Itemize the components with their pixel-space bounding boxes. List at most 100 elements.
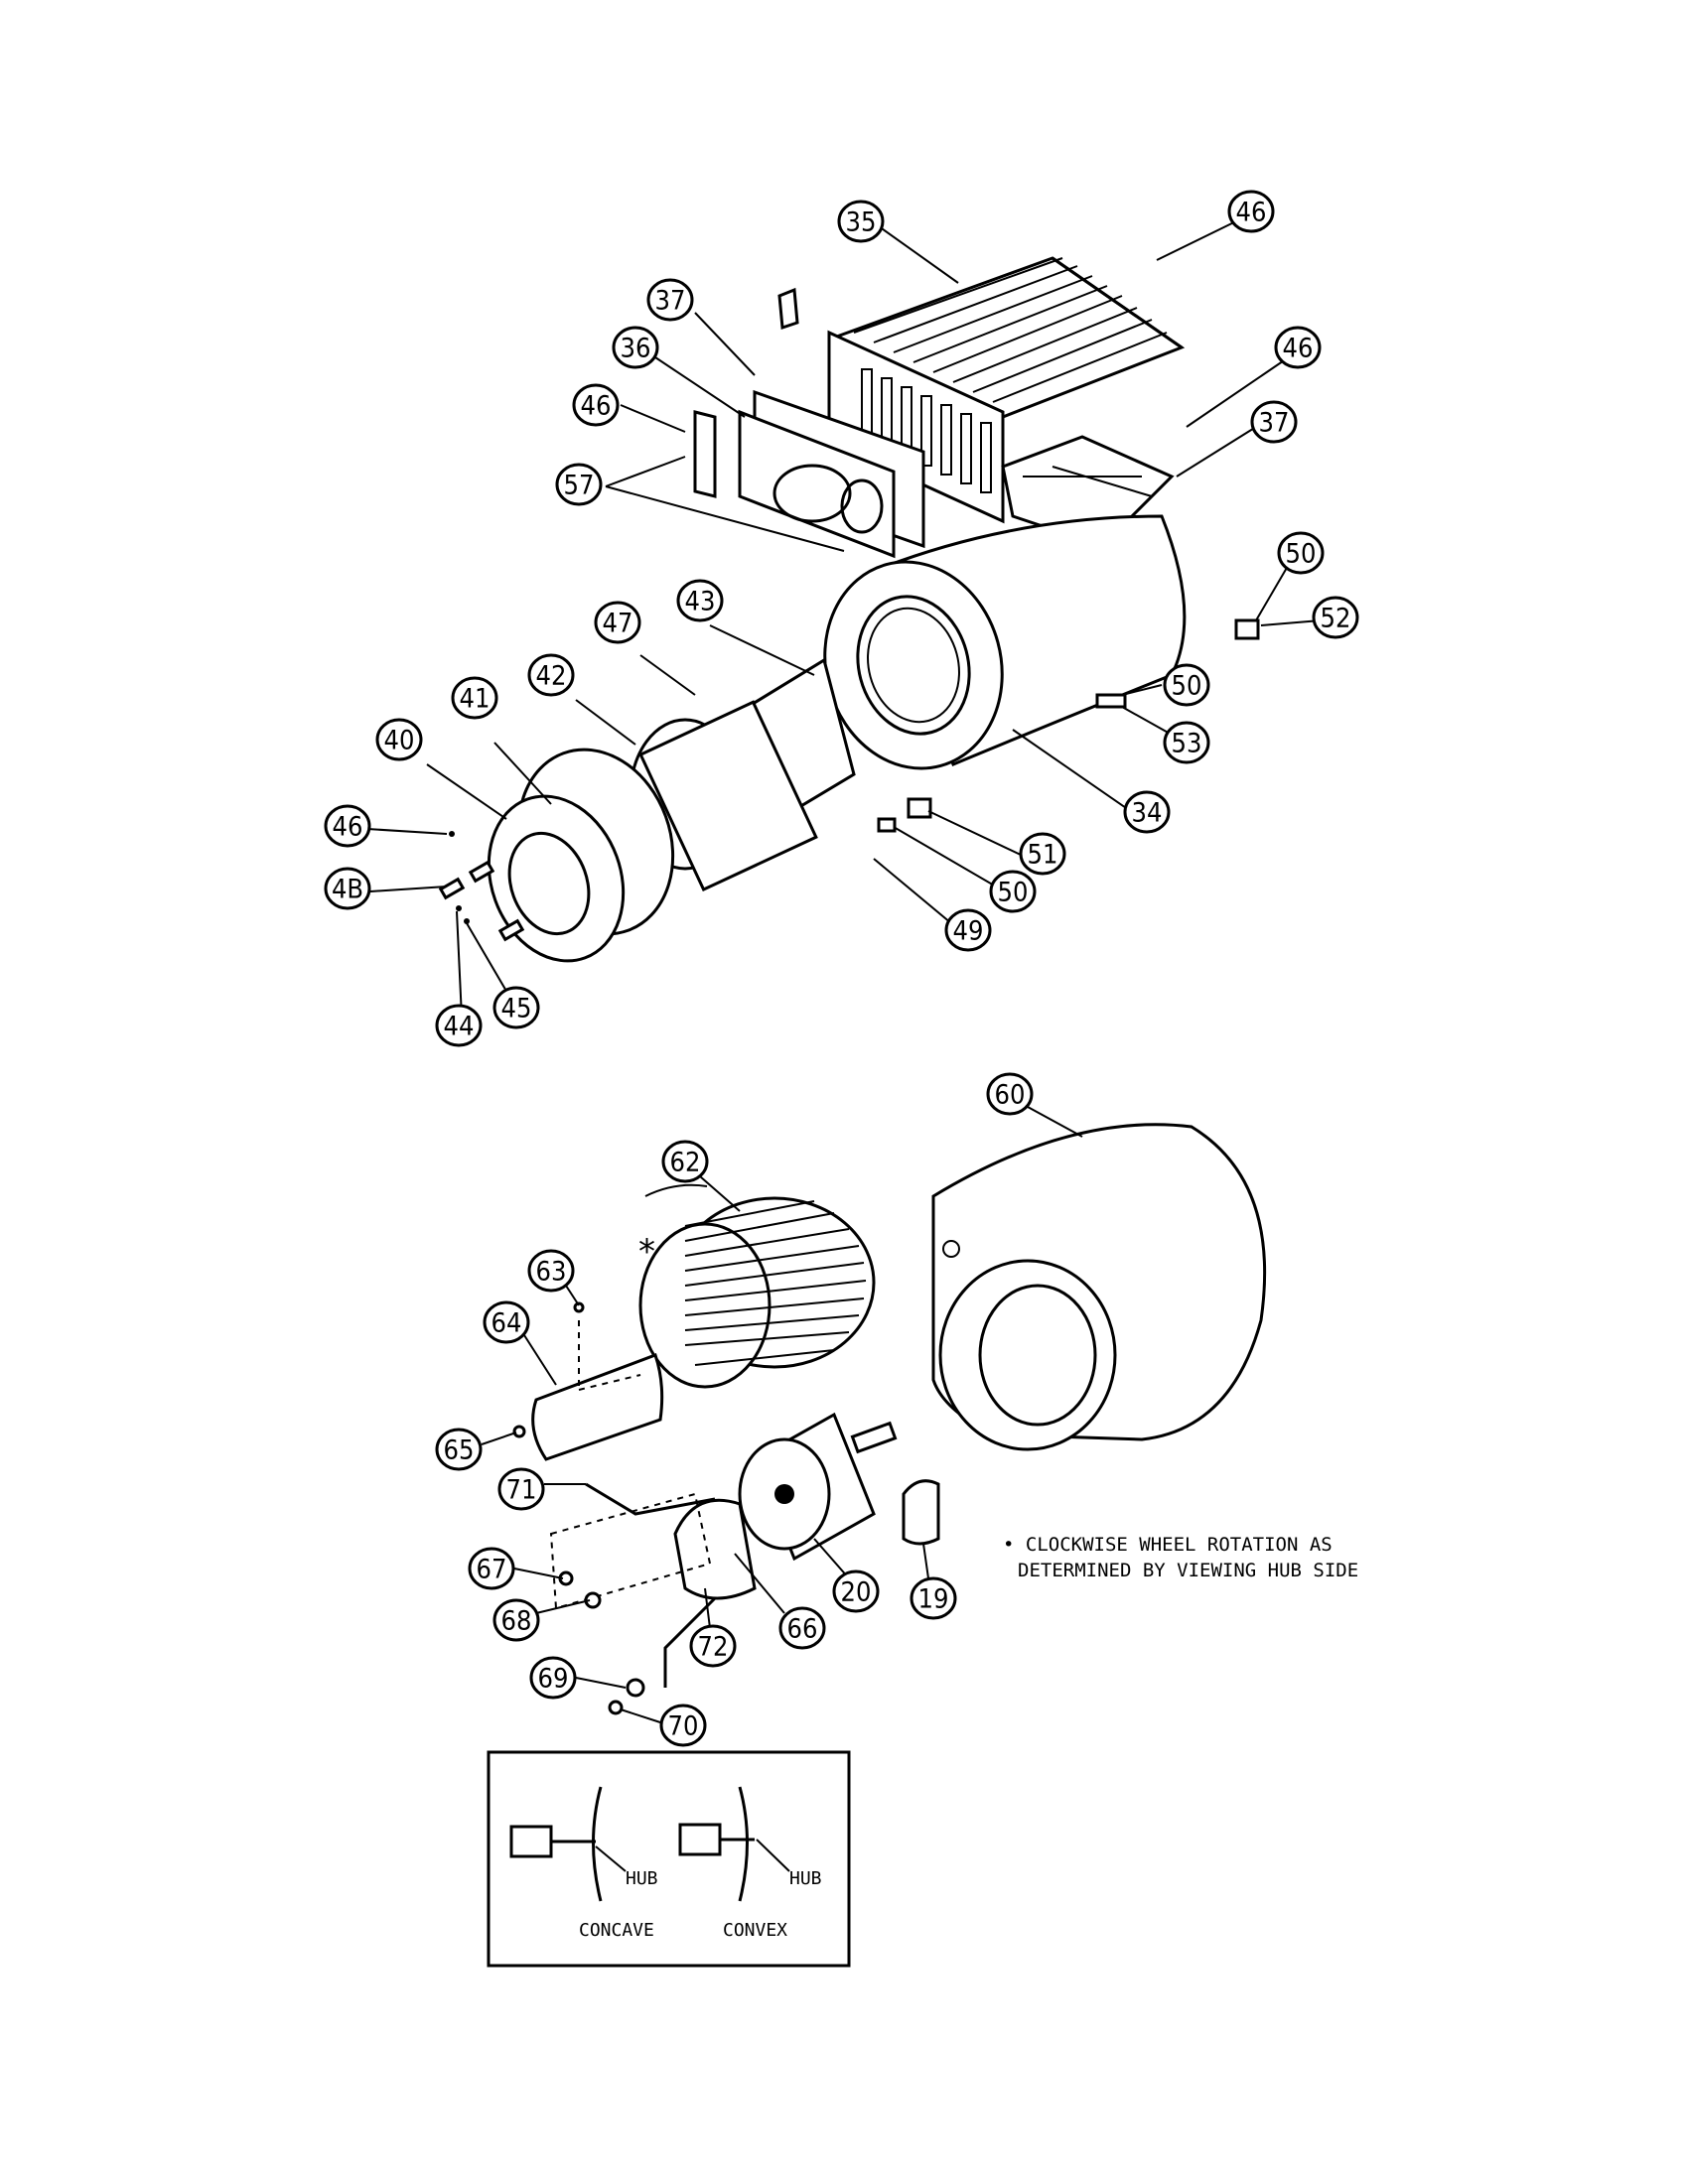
callout-number: 60 xyxy=(995,1080,1026,1111)
callout-57: 57 xyxy=(555,463,603,506)
callout-50: 50 xyxy=(1277,531,1325,575)
callout-number: 64 xyxy=(491,1308,522,1339)
inducer-housing xyxy=(823,514,1187,770)
note-line-1: • CLOCKWISE WHEEL ROTATION AS xyxy=(1003,1534,1333,1556)
screw-63 xyxy=(573,1301,585,1313)
callout-number: 51 xyxy=(1028,840,1058,871)
callout-66: 66 xyxy=(778,1606,826,1650)
callout-53: 53 xyxy=(1163,721,1210,764)
callout-69: 69 xyxy=(529,1656,577,1700)
callout-number: 62 xyxy=(670,1148,701,1178)
callout-43: 43 xyxy=(676,579,724,622)
fasteners-left xyxy=(438,831,525,942)
callout-35: 35 xyxy=(837,200,885,243)
clip xyxy=(777,287,799,331)
callout-50: 50 xyxy=(989,870,1037,913)
screw-65 xyxy=(512,1425,526,1438)
callout-number: 52 xyxy=(1321,604,1351,634)
callout-72: 72 xyxy=(689,1624,737,1668)
hub-orientation-inset: HUB CONCAVE HUB CONVEX xyxy=(487,1750,851,1968)
callout-52: 52 xyxy=(1312,596,1359,639)
rotation-note: • CLOCKWISE WHEEL ROTATION AS DETERMINED… xyxy=(1003,1534,1358,1581)
motor-mount xyxy=(549,1482,757,1688)
callout-number: 70 xyxy=(668,1711,699,1742)
leader-lines-lower xyxy=(481,1106,1083,1723)
callout-49: 49 xyxy=(944,908,992,952)
callout-number: 49 xyxy=(953,916,984,947)
callout-42: 42 xyxy=(527,653,575,697)
part-50-mid xyxy=(1095,693,1127,709)
callout-number: 19 xyxy=(918,1584,949,1615)
callout-number: 42 xyxy=(536,661,567,692)
part-50-low xyxy=(877,817,897,833)
rotation-asterisk: * xyxy=(638,1232,655,1272)
callout-19: 19 xyxy=(910,1576,957,1620)
blower-wheel xyxy=(638,1183,876,1389)
callout-number: 63 xyxy=(536,1257,567,1288)
callout-number: 72 xyxy=(698,1632,729,1663)
callout-50: 50 xyxy=(1163,663,1210,707)
callouts: 35 46 37 36 46 46 37 57 50 52 43 47 42 4… xyxy=(324,190,1359,1747)
callout-number: 34 xyxy=(1132,798,1163,829)
callout-number: 65 xyxy=(444,1435,475,1466)
callout-46: 46 xyxy=(572,383,620,427)
callout-number: 46 xyxy=(581,391,612,422)
burner-plate xyxy=(738,409,896,559)
callout-51: 51 xyxy=(1019,832,1066,876)
convex-label: CONVEX xyxy=(723,1920,787,1941)
washer-69 xyxy=(626,1678,645,1698)
callout-number: 20 xyxy=(841,1577,872,1608)
callout-number: 50 xyxy=(1286,539,1317,570)
callout-63: 63 xyxy=(527,1249,575,1293)
callout-number: 67 xyxy=(477,1555,507,1585)
callout-64: 64 xyxy=(483,1300,530,1344)
callout-number: 4B xyxy=(332,875,363,905)
callout-number: 37 xyxy=(1259,408,1290,439)
callout-number: 53 xyxy=(1172,729,1202,759)
callout-number: 50 xyxy=(1172,671,1202,702)
callout-number: 44 xyxy=(444,1012,475,1042)
concave-example: HUB CONCAVE xyxy=(509,1786,658,1941)
blower-housing xyxy=(931,1123,1267,1451)
concave-label: CONCAVE xyxy=(579,1920,654,1941)
bracket xyxy=(693,410,717,498)
callout-47: 47 xyxy=(594,601,641,644)
callout-67: 67 xyxy=(468,1547,515,1590)
callout-number: 45 xyxy=(501,994,532,1024)
callout-number: 36 xyxy=(621,334,651,364)
heat-exchanger-assembly xyxy=(438,256,1260,963)
convex-example: HUB CONVEX xyxy=(678,1786,822,1941)
note-line-2: DETERMINED BY VIEWING HUB SIDE xyxy=(1018,1560,1358,1581)
callout-number: 68 xyxy=(501,1606,532,1637)
callout-71: 71 xyxy=(497,1467,545,1511)
blower-motor xyxy=(738,1412,898,1562)
callout-62: 62 xyxy=(661,1140,709,1183)
callout-number: 37 xyxy=(655,286,686,317)
callout-20: 20 xyxy=(832,1570,880,1613)
callout-46: 46 xyxy=(324,804,371,848)
callout-65: 65 xyxy=(435,1428,483,1471)
callout-46: 46 xyxy=(1227,190,1275,233)
hub-label-right: HUB xyxy=(789,1868,822,1889)
blower-assembly xyxy=(512,1123,1267,1715)
callout-number: 41 xyxy=(460,684,491,715)
callout-number: 47 xyxy=(603,609,633,639)
callout-68: 68 xyxy=(492,1598,540,1642)
part-51 xyxy=(907,797,932,819)
callout-number: 46 xyxy=(1283,334,1314,364)
heat-exchanger-front-plate xyxy=(827,330,1005,524)
callout-number: 40 xyxy=(384,726,415,756)
callout-37: 37 xyxy=(1250,400,1298,444)
callout-number: 69 xyxy=(538,1664,569,1695)
hub-label-left: HUB xyxy=(626,1868,658,1889)
callout-number: 50 xyxy=(998,878,1029,908)
inducer-motor xyxy=(487,657,856,963)
callout-45: 45 xyxy=(492,986,540,1029)
callout-46: 46 xyxy=(1274,326,1322,369)
callout-number: 57 xyxy=(564,471,595,501)
callout-37: 37 xyxy=(646,278,694,322)
callout-41: 41 xyxy=(451,676,498,720)
callout-number: 46 xyxy=(333,812,363,843)
callout-number: 66 xyxy=(787,1614,818,1645)
callout-44: 44 xyxy=(435,1004,483,1047)
